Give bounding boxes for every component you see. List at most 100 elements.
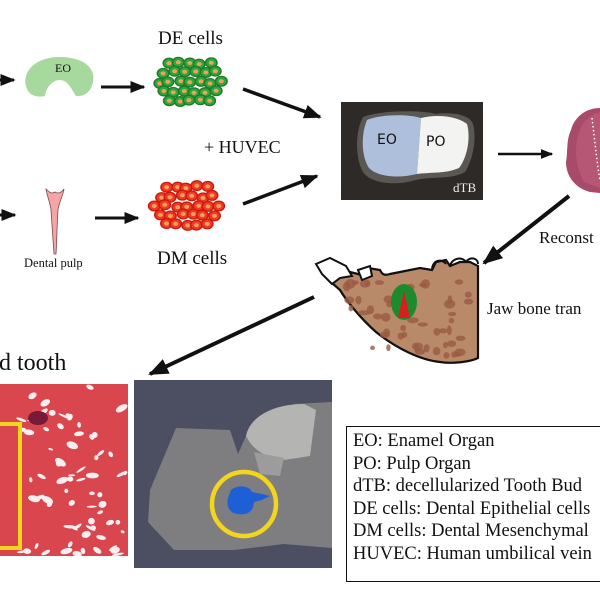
- tissue-gap: [56, 476, 69, 485]
- bone-marrow-spot: [344, 296, 355, 304]
- tissue-gap: [98, 500, 107, 508]
- cell-nucleus: [197, 97, 203, 102]
- legend-item: dTB: decellularized Tooth Bud: [353, 476, 583, 496]
- arrow-dm-to-dtb: [242, 174, 319, 206]
- dtb-label: dTB: [453, 180, 477, 195]
- tissue-gap: [97, 510, 104, 515]
- arrow-reconstructed-to-jaw: [482, 194, 571, 265]
- reconstructed-label: Reconst: [539, 228, 594, 247]
- tissue-gap: [108, 451, 114, 458]
- tissue-gap: [73, 431, 84, 437]
- tissue-gap: [70, 525, 78, 531]
- cell-nucleus: [185, 223, 191, 228]
- cell-nucleus: [164, 185, 170, 190]
- cell-nucleus: [193, 69, 199, 74]
- cell-nucleus: [175, 205, 181, 210]
- dtb-photo: EO PO dTB: [341, 102, 483, 200]
- tissue-gap: [89, 491, 95, 496]
- cell-nucleus: [207, 81, 213, 86]
- cell-nucleus: [196, 62, 202, 67]
- jaw-bone-illustration: [314, 256, 480, 364]
- cell-nucleus: [163, 221, 169, 226]
- tissue-gap: [105, 519, 115, 526]
- cell-nucleus: [203, 70, 209, 75]
- dtb-po-label: PO: [426, 134, 446, 150]
- cell-nucleus: [218, 79, 224, 84]
- tissue-gap: [109, 545, 117, 552]
- cell-nucleus: [172, 69, 178, 74]
- tooth-title: d tooth: [0, 350, 67, 376]
- tissue-gap: [43, 426, 50, 432]
- tissue-gap: [68, 500, 75, 506]
- tissue-gap: [48, 409, 56, 416]
- bone-marrow-spot: [383, 328, 391, 337]
- tissue-gap: [85, 472, 99, 479]
- tissue-gap: [23, 548, 32, 554]
- bone-marrow-spot: [446, 325, 452, 336]
- bone-marrow-spot: [381, 312, 391, 322]
- cell-nucleus: [181, 89, 187, 94]
- cell-nucleus: [204, 221, 210, 226]
- tissue-gap: [120, 530, 125, 534]
- cell-nucleus: [170, 90, 176, 95]
- tissue-gap: [67, 541, 73, 548]
- tissue-gap: [57, 423, 64, 430]
- tissue-gap: [64, 488, 69, 494]
- cell-nucleus: [162, 202, 168, 207]
- dtb-eo-label: EO: [377, 132, 397, 148]
- cell-nucleus: [216, 204, 222, 209]
- cell-nucleus: [202, 90, 208, 95]
- tissue-gap: [16, 417, 27, 422]
- abbreviation-legend: EO: Enamel Organ PO: Pulp Organ dTB: dec…: [346, 426, 600, 582]
- histology-section-image: [0, 384, 128, 556]
- cell-nucleus: [151, 203, 157, 208]
- legend-item: DE cells: Dental Epithelial cells: [353, 498, 591, 519]
- legend-item: HUVEC: Human umbilical vein: [353, 543, 592, 564]
- cell-nucleus: [175, 60, 181, 65]
- cell-nucleus: [184, 204, 190, 209]
- legend-item: PO: Pulp Organ: [353, 453, 471, 474]
- cell-nucleus: [175, 185, 181, 190]
- cell-nucleus: [160, 71, 166, 76]
- cell-nucleus: [165, 79, 171, 84]
- bone-marrow-spot: [407, 317, 419, 324]
- cell-nucleus: [157, 81, 163, 86]
- dental-pulp-shape: [45, 187, 65, 255]
- eo-shape-label: EO: [55, 61, 71, 75]
- jaw-bone-label: Jaw bone tran: [487, 299, 582, 318]
- bone-marrow-spot: [433, 327, 441, 336]
- tissue-gap: [94, 455, 99, 461]
- bone-marrow-spot: [400, 324, 406, 332]
- cell-nucleus: [167, 195, 173, 200]
- de-cells-cluster: [153, 56, 228, 107]
- tissue-gap: [77, 422, 82, 428]
- legend-item: DM cells: Dental Mesenchymal: [353, 521, 589, 541]
- bone-marrow-spot: [370, 345, 376, 350]
- tissue-gap: [80, 547, 86, 555]
- tissue-gap: [67, 413, 73, 421]
- cell-nucleus: [167, 214, 173, 219]
- cell-nucleus: [189, 193, 195, 198]
- bone-marrow-spot: [421, 279, 431, 289]
- tissue-gap: [89, 434, 95, 440]
- tissue-gap: [123, 470, 128, 475]
- cell-nucleus: [209, 193, 215, 198]
- cell-nucleus: [212, 213, 218, 218]
- bone-marrow-spot: [454, 348, 466, 357]
- cell-nucleus: [180, 212, 186, 217]
- cell-nucleus: [208, 60, 214, 65]
- cell-nucleus: [213, 88, 219, 93]
- tissue-gap: [85, 525, 96, 531]
- bone-marrow-spot: [372, 313, 383, 320]
- bone-marrow-spot: [454, 279, 464, 285]
- tissue-gap: [23, 429, 35, 436]
- cell-nucleus: [191, 90, 197, 95]
- bone-marrow-spot: [351, 280, 359, 286]
- bone-marrow-spot: [417, 322, 428, 327]
- cell-nucleus: [161, 88, 167, 93]
- tissue-gap: [17, 550, 26, 554]
- tissue-gap: [28, 392, 37, 400]
- tissue-gap: [111, 552, 125, 556]
- tissue-gap: [96, 535, 107, 540]
